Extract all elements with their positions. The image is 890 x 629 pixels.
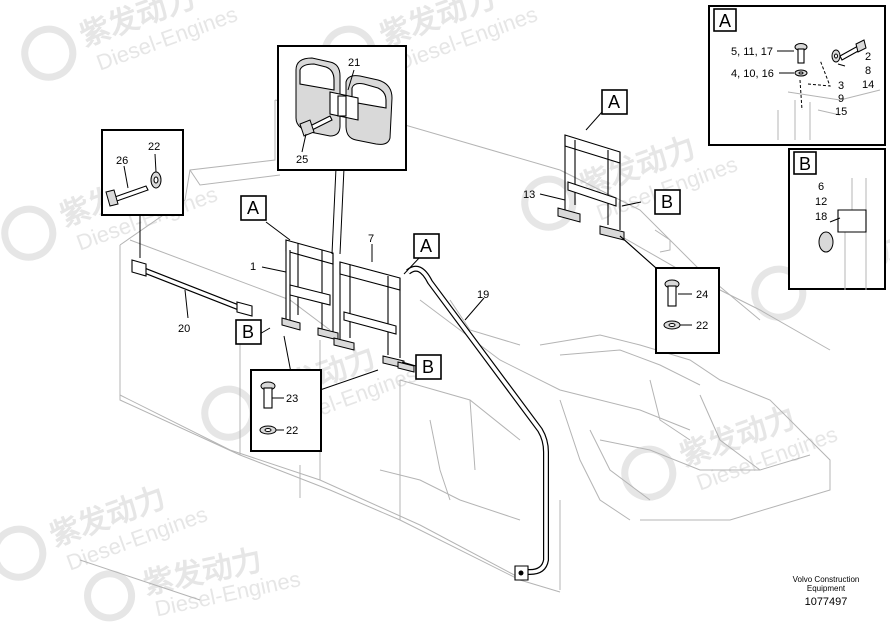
callout-9: 9 bbox=[838, 93, 844, 105]
callout-8: 8 bbox=[865, 65, 871, 77]
callout-7: 7 bbox=[368, 233, 374, 245]
bolt-24 bbox=[664, 279, 680, 307]
bolt-26 bbox=[105, 185, 149, 207]
detail-label-B: B bbox=[799, 154, 811, 174]
handrail-19 bbox=[406, 265, 549, 581]
detail-box-bolt-23: 23 22 bbox=[250, 369, 322, 452]
tag-B-left: B bbox=[242, 322, 254, 342]
mounting-bracket-1 bbox=[281, 239, 339, 341]
detail-box-A: A 5, 11, 17 4, 10, 16 2 8 14 3 bbox=[708, 5, 886, 146]
bolt-23 bbox=[260, 381, 276, 409]
bolt-2-8-14 bbox=[839, 39, 867, 61]
detail-box-bolt-26: 26 22 bbox=[101, 129, 184, 216]
footer-company-line2: Equipment bbox=[807, 584, 846, 593]
callout-22c: 22 bbox=[696, 320, 708, 332]
washer-22c bbox=[663, 320, 681, 330]
callout-12: 12 bbox=[815, 196, 827, 208]
tag-A-right: A bbox=[608, 92, 620, 112]
bolt-5-11-17 bbox=[794, 43, 808, 64]
callout-6: 6 bbox=[818, 181, 824, 193]
callout-14: 14 bbox=[862, 79, 874, 91]
drawing-number: 1077497 bbox=[805, 596, 848, 608]
callout-26: 26 bbox=[116, 155, 128, 167]
clamp-21 bbox=[295, 57, 393, 145]
callout-1: 1 bbox=[250, 261, 256, 273]
callout-5-11-17: 5, 11, 17 bbox=[731, 46, 773, 58]
washer-4-10-16 bbox=[794, 69, 808, 77]
tag-A-middle: A bbox=[420, 236, 432, 256]
callout-25: 25 bbox=[296, 154, 308, 166]
callout-13: 13 bbox=[523, 189, 535, 201]
callout-24: 24 bbox=[696, 289, 708, 301]
machine-body-outline bbox=[79, 99, 831, 601]
handrail-20 bbox=[131, 259, 253, 317]
callout-4-10-16: 4, 10, 16 bbox=[731, 68, 774, 80]
tag-B-middle: B bbox=[422, 357, 434, 377]
washer-3-9-15 bbox=[831, 49, 841, 63]
bolt-25 bbox=[299, 115, 333, 137]
detail-box-clamp: 21 25 bbox=[277, 45, 407, 171]
callout-18: 18 bbox=[815, 211, 827, 223]
washer-22b bbox=[259, 425, 277, 435]
detail-box-bolt-24: 24 22 bbox=[655, 267, 720, 354]
callout-19: 19 bbox=[477, 289, 489, 301]
callout-22: 22 bbox=[148, 141, 160, 153]
footer: Volvo Construction Equipment 1077497 bbox=[793, 575, 860, 608]
reference-tags-B: B B B bbox=[235, 189, 681, 380]
callout-20: 20 bbox=[178, 323, 190, 335]
mounting-bracket-7 bbox=[333, 261, 415, 373]
callout-22b: 22 bbox=[286, 425, 298, 437]
mounting-bracket-13 bbox=[557, 134, 625, 241]
reference-tags-A: A A A bbox=[240, 89, 628, 259]
callout-15: 15 bbox=[835, 106, 847, 118]
main-callouts: 1 7 13 19 20 bbox=[178, 189, 535, 335]
callout-3: 3 bbox=[838, 80, 844, 92]
callout-23: 23 bbox=[286, 393, 298, 405]
callout-21: 21 bbox=[348, 57, 360, 69]
detail-box-B: B 6 12 18 bbox=[788, 148, 886, 290]
tag-A-left: A bbox=[247, 198, 259, 218]
detail-label-A: A bbox=[719, 11, 731, 31]
footer-company: Volvo Construction bbox=[793, 575, 860, 584]
callout-2: 2 bbox=[865, 51, 871, 63]
washer-22 bbox=[150, 171, 162, 189]
tag-B-right: B bbox=[661, 192, 673, 212]
